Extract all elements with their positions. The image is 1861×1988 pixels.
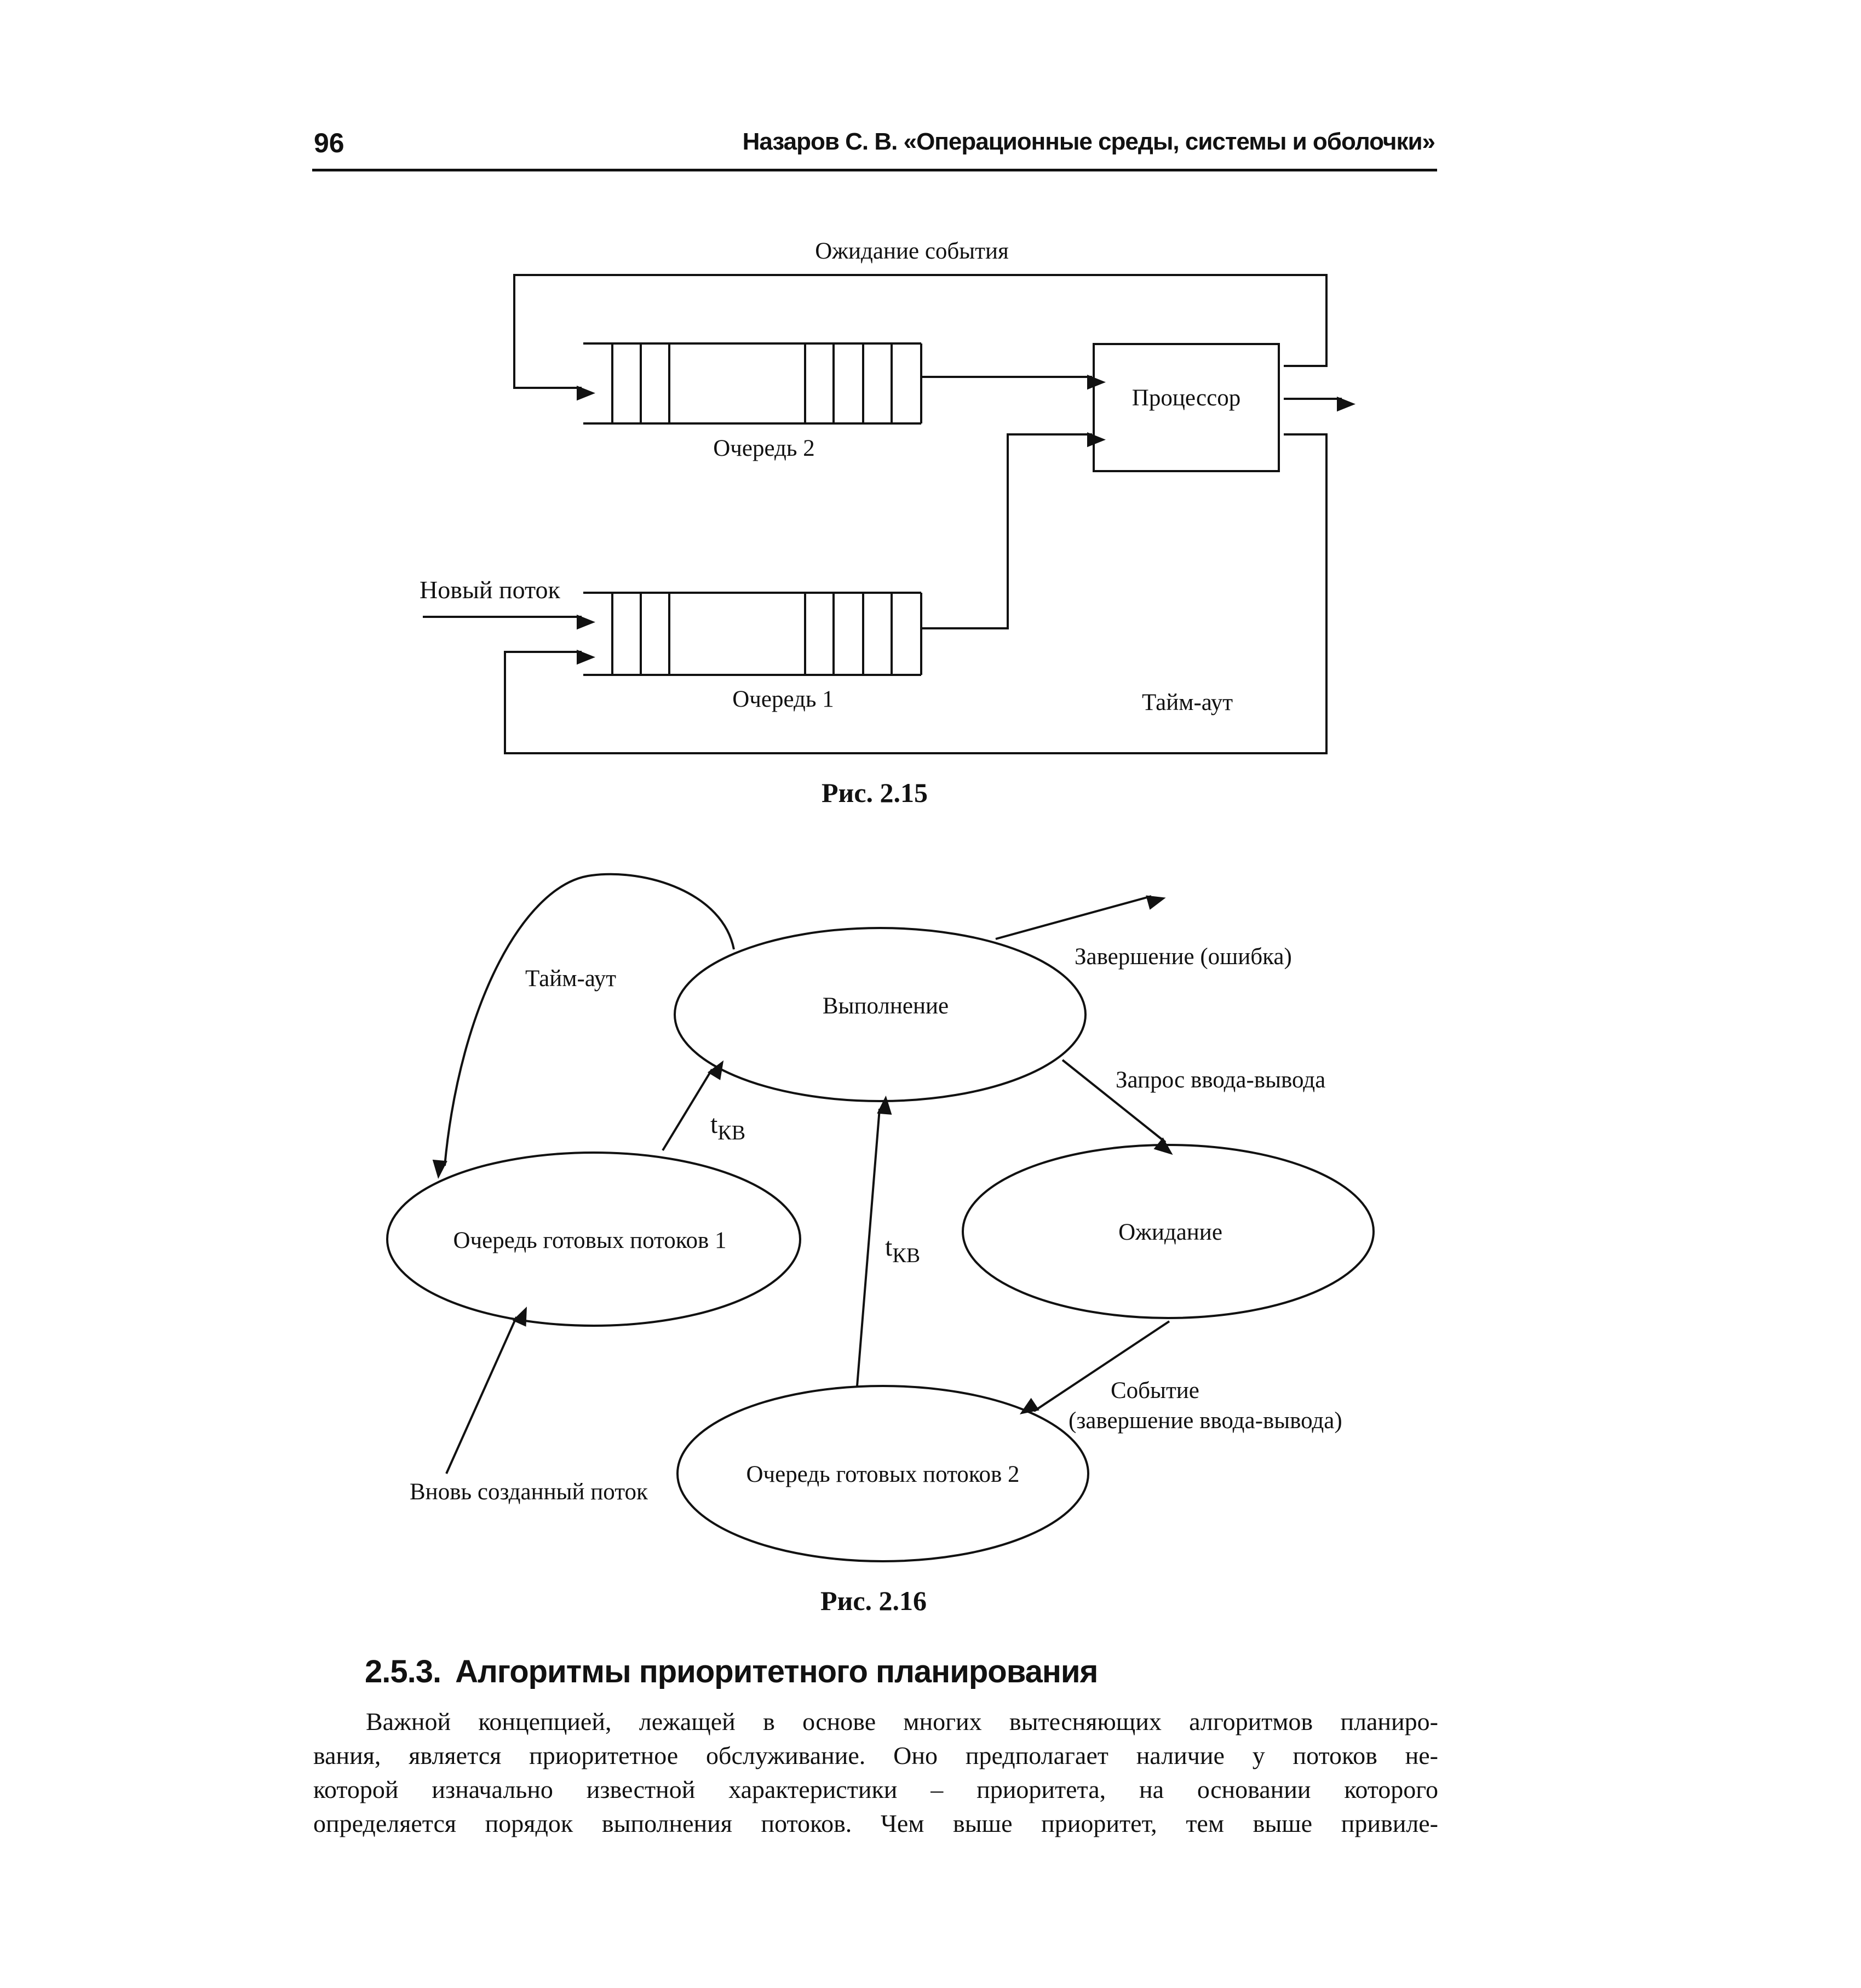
- state-ready-queue-1: [386, 1151, 801, 1327]
- label-new-thread-transition: Вновь созданный поток: [410, 1479, 648, 1505]
- event-arrow: [1019, 1320, 1170, 1414]
- page-number: 96: [314, 128, 344, 158]
- state-ready-queue-2: [676, 1385, 1089, 1562]
- label-quantum-1: tКВ: [710, 1110, 745, 1144]
- body-line-4: определяется порядок выполнения потоков.…: [313, 1809, 1438, 1837]
- figure-2-16: [386, 873, 1375, 1562]
- label-timeout: Тайм-аут: [1142, 690, 1233, 715]
- quantum-arrow-1: [662, 1060, 724, 1151]
- quantum-1-sub: КВ: [717, 1121, 745, 1144]
- new-thread-transition-arrow: [445, 1307, 527, 1474]
- label-running: Выполнение: [823, 993, 949, 1019]
- figure-2-15-labels: Ожидание события Процессор Очередь 2 Нов…: [420, 238, 1240, 715]
- label-ready-queue-2: Очередь готовых потоков 2: [746, 1462, 1019, 1487]
- label-queue-2: Очередь 2: [713, 436, 815, 461]
- figure-2-15: [423, 274, 1356, 754]
- figure-2-16-labels: Выполнение Очередь готовых потоков 1 Ожи…: [410, 944, 1342, 1505]
- running-title: Назаров С. В. «Операционные среды, систе…: [742, 128, 1435, 155]
- header-rule: [312, 169, 1437, 171]
- quantum-1-main: t: [710, 1110, 718, 1139]
- label-wait-event: Ожидание события: [815, 238, 1009, 264]
- section-title: Алгоритмы приоритетного планирования: [455, 1654, 1098, 1689]
- queue1-to-processor-arrow: [921, 432, 1106, 629]
- io-request-arrow: [1061, 1059, 1173, 1155]
- queue-2-buffer: [583, 342, 922, 425]
- label-io-request: Запрос ввода-вывода: [1116, 1067, 1325, 1093]
- timeout-loop: [504, 433, 1328, 754]
- figure-2-15-caption: Рис. 2.15: [822, 777, 928, 808]
- quantum-2-main: t: [885, 1233, 893, 1262]
- completion-arrow: [995, 895, 1166, 940]
- timeout-transition-arrow: [432, 873, 735, 1179]
- section-heading: 2.5.3. Алгоритмы приоритетного планирован…: [365, 1653, 1098, 1690]
- queue-1-buffer: [583, 592, 922, 676]
- wait-event-loop: [513, 274, 1328, 401]
- label-new-thread: Новый поток: [420, 576, 560, 604]
- label-ready-queue-1: Очередь готовых потоков 1: [453, 1228, 726, 1253]
- quantum-2-sub: КВ: [892, 1244, 920, 1267]
- quantum-arrow-2: [856, 1095, 892, 1387]
- label-event-line-2: (завершение ввода-вывода): [1069, 1408, 1342, 1434]
- label-queue-1: Очередь 1: [732, 686, 834, 712]
- processor-box: [1093, 343, 1280, 472]
- body-line-2: вания, является приоритетное обслуживани…: [313, 1741, 1438, 1769]
- label-timeout-transition: Тайм-аут: [525, 966, 616, 992]
- body-paragraph: Важной концепцией, лежащей в основе мног…: [313, 1705, 1438, 1841]
- label-processor: Процессор: [1132, 385, 1240, 411]
- label-completion-error: Завершение (ошибка): [1075, 944, 1292, 970]
- label-event-line-1: Событие: [1111, 1378, 1199, 1403]
- label-quantum-2: tКВ: [885, 1233, 920, 1267]
- body-line-3: которой изначально известной характерист…: [313, 1775, 1438, 1803]
- figure-2-16-caption: Рис. 2.16: [820, 1585, 927, 1616]
- label-waiting: Ожидание: [1118, 1219, 1222, 1245]
- body-line-1: Важной концепцией, лежащей в основе мног…: [366, 1708, 1438, 1735]
- section-number: 2.5.3.: [365, 1654, 441, 1689]
